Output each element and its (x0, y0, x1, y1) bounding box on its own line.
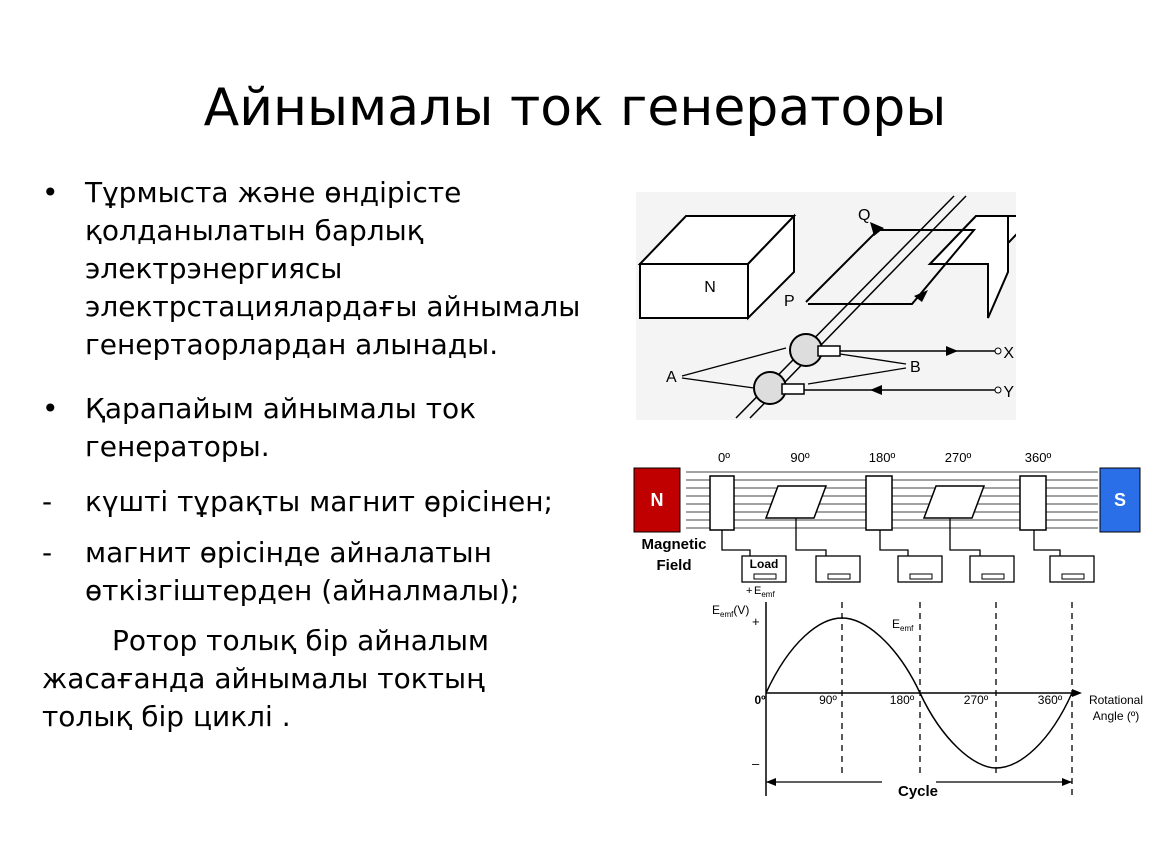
angle-label: 0º (718, 450, 730, 465)
text-line: қолданылатын барлық (85, 214, 424, 247)
slip-ring-lower (753, 371, 787, 405)
south-pole-label: S (1114, 490, 1126, 510)
brush-lower (781, 383, 805, 395)
dash-marker: - (42, 485, 53, 518)
angle-label: 180º (869, 450, 896, 465)
x-tick: 180º (890, 693, 915, 707)
south-magnet-schematic (984, 202, 1016, 318)
loop-360 (1019, 475, 1047, 531)
label-a: A (666, 369, 677, 386)
plus-marker: + (752, 614, 760, 629)
magnetic-field-label: Magnetic (641, 536, 706, 553)
angle-label: 360º (1025, 450, 1052, 465)
emf-waveform-figure: 0º 90º 180º 270º 360º N S Magnetic Field (633, 450, 1143, 800)
text-line: Ротор толық бір айналым (112, 624, 490, 657)
angle-label: 90º (790, 450, 809, 465)
text-line: электрэнергиясы (85, 252, 343, 285)
x-tick: 90º (819, 693, 837, 707)
north-pole-label: N (651, 490, 664, 510)
text-line: Қарапайым айнымалы ток (85, 392, 477, 425)
magnetic-field-label: Field (656, 557, 691, 574)
south-magnet-block (927, 215, 1016, 319)
loop-180 (865, 475, 893, 531)
bullet-marker: • (42, 176, 59, 209)
north-pole (633, 467, 681, 533)
bullet-text: Қарапайым айнымалы ток генераторы. (85, 390, 476, 466)
x-axis-label: Rotational (1089, 693, 1143, 707)
text-line: толық бір циклі . (42, 700, 291, 733)
load-boxes (741, 555, 1095, 583)
summary-paragraph: Ротор толық бір айналым жасағанда айныма… (42, 622, 489, 736)
eemf-label: Eemf (754, 585, 775, 599)
south-pole (1099, 467, 1141, 533)
x-tick: 360º (1038, 693, 1063, 707)
bullet-text: Тұрмыста және өндірісте қолданылатын бар… (85, 174, 580, 364)
label-x: X (1003, 345, 1014, 362)
text-line: жасағанда айнымалы токтың (42, 662, 485, 695)
text-line: магнит өрісінде айналатын (85, 536, 492, 569)
rotor-loops (709, 475, 1047, 531)
x-axis-label: Angle (º) (1093, 709, 1139, 723)
quarter-markers (841, 602, 1073, 796)
label-y: Y (1003, 384, 1014, 401)
north-magnet-block (637, 213, 797, 321)
text-line: күшті тұрақты магнит өрісінен; (85, 485, 553, 518)
north-label: N (704, 279, 716, 296)
text-line: генертаорлардан алынады. (85, 328, 499, 361)
label-p: P (784, 293, 795, 310)
cycle-label: Cycle (898, 783, 938, 800)
text-line: өткізгіштерден (айналмалы); (85, 574, 520, 607)
label-b: B (910, 359, 921, 376)
plus-sign: + (746, 585, 752, 597)
x-tick: 0º (754, 693, 766, 707)
y-axis-label: Eemf(V) (712, 603, 749, 619)
dash-marker: - (42, 536, 53, 569)
loop-0 (709, 475, 735, 531)
generator-schematic: N Q P X Y A B (636, 192, 1016, 420)
text-line: Тұрмыста және өндірісте (85, 176, 462, 209)
loop-90 (764, 485, 828, 519)
curve-label: Eemf (892, 617, 914, 633)
slide-title: Айнымалы ток генераторы (203, 78, 947, 138)
coil-loop (805, 229, 977, 305)
slip-ring-upper (789, 333, 823, 367)
dash-text: магнит өрісінде айналатын өткізгіштерден… (85, 534, 520, 610)
angle-label: 270º (945, 450, 972, 465)
x-tick: 270º (964, 693, 989, 707)
loop-270 (922, 485, 986, 519)
text-line: электрстациялардағы айнымалы (85, 290, 581, 323)
bullet-marker: • (42, 392, 59, 425)
text-line: генераторы. (85, 430, 270, 463)
dash-text: күшті тұрақты магнит өрісінен; (85, 483, 553, 521)
load-label: Load (750, 557, 779, 571)
label-q: Q (858, 207, 870, 224)
minus-marker: – (752, 756, 760, 771)
brush-upper (817, 345, 841, 357)
emf-sine-curve (765, 617, 1073, 769)
